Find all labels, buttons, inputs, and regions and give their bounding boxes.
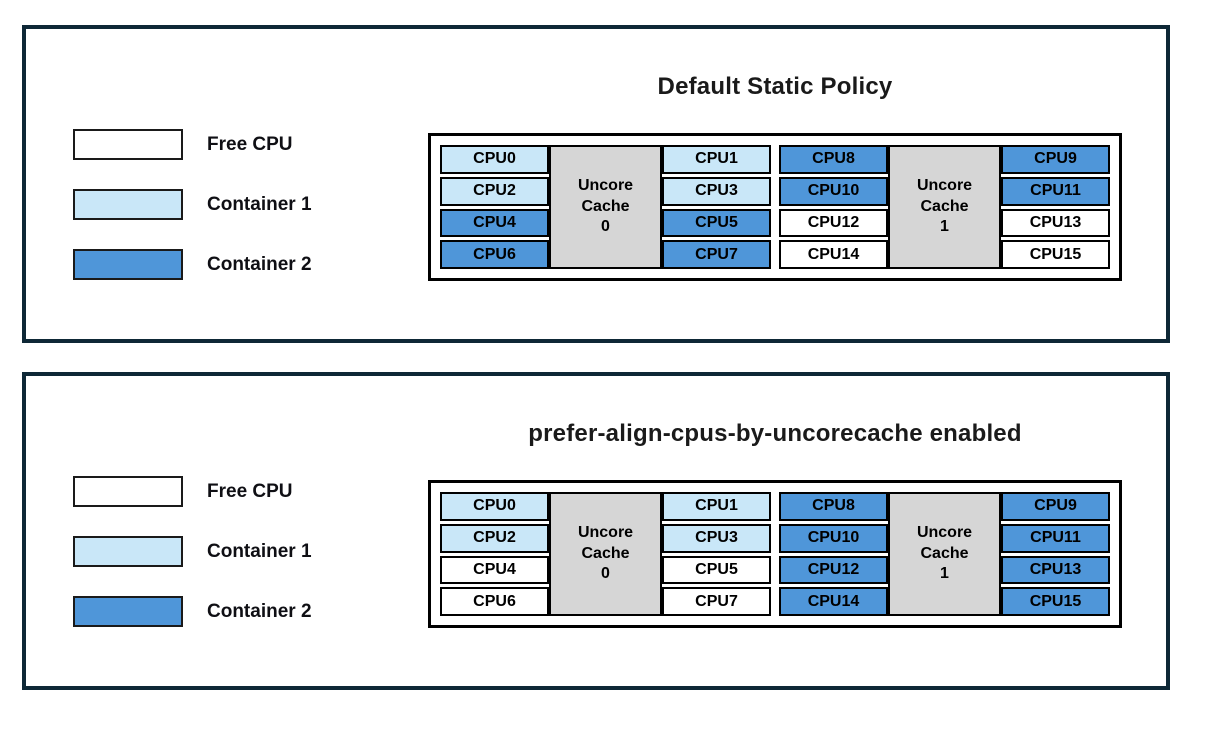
cpu-cell-cpu2: CPU2: [440, 176, 549, 206]
cpu-cell-cpu8: CPU8: [779, 145, 888, 174]
cpu-cell-cpu12: CPU12: [779, 555, 888, 585]
legend-label: Free CPU: [207, 480, 293, 502]
cpu-cell-cpu9: CPU9: [1001, 145, 1110, 174]
cpu-cell-cpu13: CPU13: [1001, 208, 1110, 238]
cpu-cell-cpu5: CPU5: [662, 555, 771, 585]
legend-label: Container 1: [207, 540, 312, 562]
legend-item-container-1: Container 1: [73, 189, 312, 220]
legend-swatch-container-2: [73, 249, 183, 280]
cpu-cell-cpu6: CPU6: [440, 587, 549, 616]
cache-label-line: 1: [940, 565, 949, 583]
uncore-cache-0-cell: Uncore Cache 0: [549, 492, 662, 616]
cache-label-line: Uncore: [577, 523, 634, 541]
legend-label: Container 2: [207, 253, 312, 275]
cache-label-line: Cache: [920, 544, 969, 562]
cpu-cell-cpu9: CPU9: [1001, 492, 1110, 521]
panel-prefer-align-uncorecache: prefer-align-cpus-by-uncorecache enabled…: [22, 372, 1170, 690]
cache-label-line: Uncore: [577, 176, 634, 194]
cpu-cell-cpu0: CPU0: [440, 492, 549, 521]
cpu-cell-cpu10: CPU10: [779, 523, 888, 553]
cpu-cell-cpu0: CPU0: [440, 145, 549, 174]
cache-label-line: 0: [601, 218, 610, 236]
legend-item-free-cpu: Free CPU: [73, 476, 312, 507]
cache-label-line: 0: [601, 565, 610, 583]
cpu-cell-cpu11: CPU11: [1001, 523, 1110, 553]
legend-swatch-container-1: [73, 536, 183, 567]
cpu-cell-cpu14: CPU14: [779, 240, 888, 269]
cache-label-line: Uncore: [916, 176, 973, 194]
cpu-cell-cpu5: CPU5: [662, 208, 771, 238]
cpu-cell-cpu7: CPU7: [662, 587, 771, 616]
cpu-cell-cpu10: CPU10: [779, 176, 888, 206]
cpu-cell-cpu1: CPU1: [662, 492, 771, 521]
cpu-cell-cpu13: CPU13: [1001, 555, 1110, 585]
legend: Free CPU Container 1 Container 2: [73, 476, 312, 627]
uncore-cache-1-cell: Uncore Cache 1: [888, 145, 1001, 269]
legend-swatch-container-2: [73, 596, 183, 627]
legend: Free CPU Container 1 Container 2: [73, 129, 312, 280]
cpu-cell-cpu7: CPU7: [662, 240, 771, 269]
cpu-cell-cpu3: CPU3: [662, 523, 771, 553]
legend-swatch-free-cpu: [73, 476, 183, 507]
cpu-cell-cpu3: CPU3: [662, 176, 771, 206]
legend-label: Container 2: [207, 600, 312, 622]
cpu-cell-cpu12: CPU12: [779, 208, 888, 238]
legend-item-container-1: Container 1: [73, 536, 312, 567]
legend-item-container-2: Container 2: [73, 249, 312, 280]
cpu-cell-cpu4: CPU4: [440, 555, 549, 585]
cpu-cell-cpu1: CPU1: [662, 145, 771, 174]
cpu-cell-cpu6: CPU6: [440, 240, 549, 269]
legend-item-container-2: Container 2: [73, 596, 312, 627]
cpu-cell-cpu14: CPU14: [779, 587, 888, 616]
cache-label-line: Cache: [581, 197, 630, 215]
cpu-cell-cpu15: CPU15: [1001, 587, 1110, 616]
cpu-cell-cpu2: CPU2: [440, 523, 549, 553]
cpu-cell-cpu4: CPU4: [440, 208, 549, 238]
page-title: prefer-align-cpus-by-uncorecache enabled: [528, 420, 1022, 447]
legend-swatch-free-cpu: [73, 129, 183, 160]
cache-label-line: Uncore: [916, 523, 973, 541]
legend-label: Container 1: [207, 193, 312, 215]
cpu-cell-cpu8: CPU8: [779, 492, 888, 521]
legend-item-free-cpu: Free CPU: [73, 129, 312, 160]
cpu-cell-cpu15: CPU15: [1001, 240, 1110, 269]
cpu-cell-cpu11: CPU11: [1001, 176, 1110, 206]
panel-default-static-policy: Default Static Policy Free CPU Container…: [22, 25, 1170, 343]
legend-label: Free CPU: [207, 133, 293, 155]
uncore-cache-1-cell: Uncore Cache 1: [888, 492, 1001, 616]
cache-label-line: 1: [940, 218, 949, 236]
uncore-cache-0-cell: Uncore Cache 0: [549, 145, 662, 269]
legend-swatch-container-1: [73, 189, 183, 220]
cache-label-line: Cache: [581, 544, 630, 562]
cache-label-line: Cache: [920, 197, 969, 215]
page-title: Default Static Policy: [657, 73, 893, 100]
